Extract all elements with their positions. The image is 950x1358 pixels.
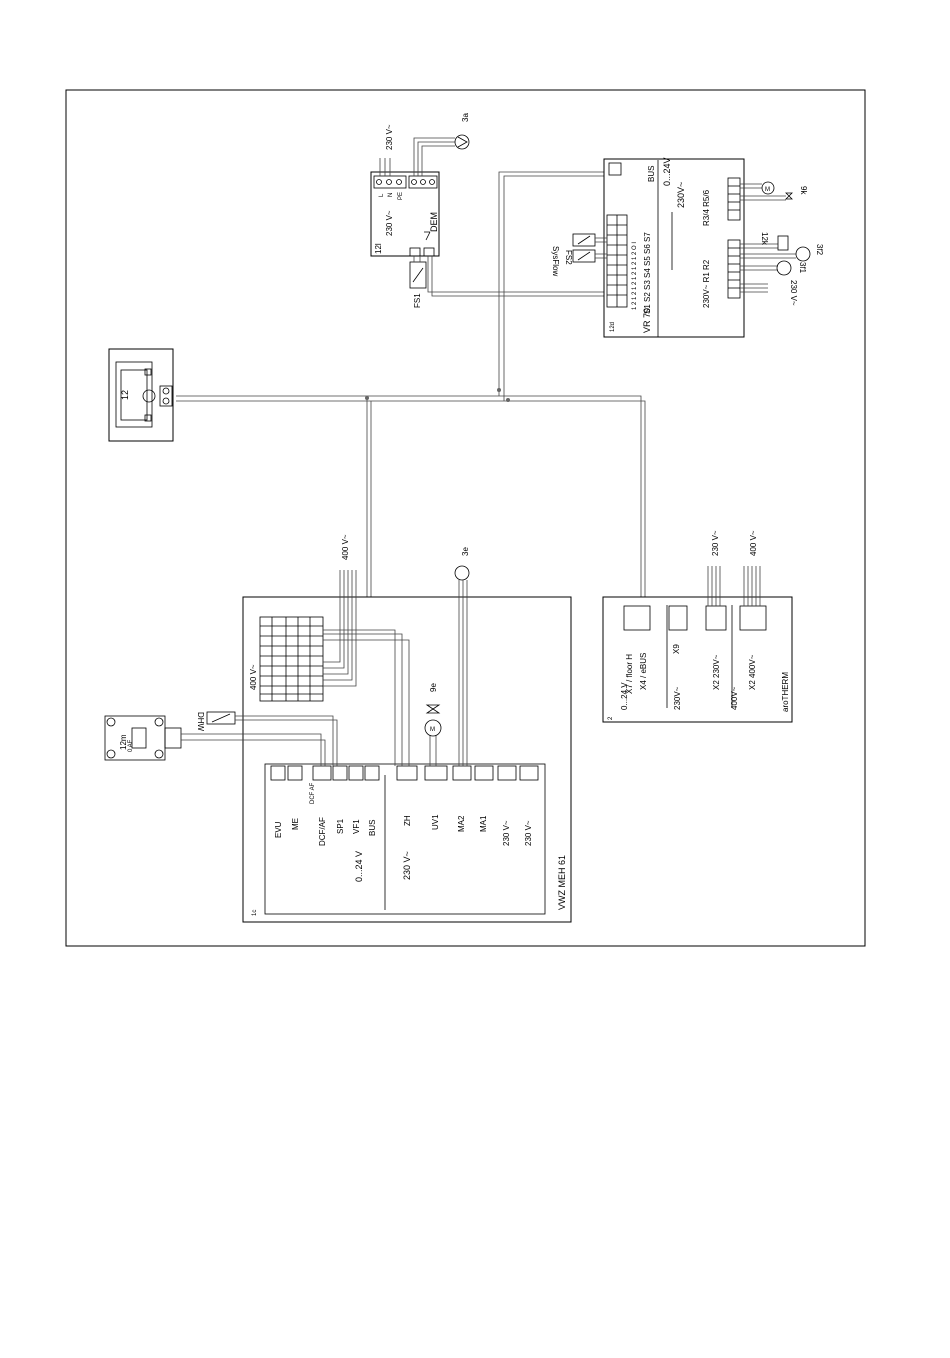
terminal-230v-a: 230 V~ xyxy=(502,820,511,846)
valve-9e-m: M xyxy=(430,727,435,733)
vr70-relays-a: R3/4 R5/6 xyxy=(702,189,711,226)
outdoor-sensor: 12m 0 AF xyxy=(104,715,326,766)
terminal-zh: ZH xyxy=(403,815,412,826)
vr70-lowv: 0...24V xyxy=(662,157,672,186)
controller-12: 12 xyxy=(108,348,174,442)
vr70-bus: BUS xyxy=(647,166,656,182)
vr70-relays-b: 230V~ R1 R2 xyxy=(702,259,711,308)
arotherm-unit: 2 0...24 V 230V~ 400V~ aroTHERM X7 / flo… xyxy=(602,530,793,723)
terminal-230v-b: 230 V~ xyxy=(524,820,533,846)
meh61-linev: 230 V~ xyxy=(402,851,412,880)
module-12l-l-label: L xyxy=(379,193,385,197)
arotherm-low: 0...24 V xyxy=(620,682,629,710)
fs1-label: FS1 xyxy=(413,293,422,308)
terminal-evu: EVU xyxy=(274,821,283,838)
terminal-me: ME xyxy=(291,818,300,830)
arotherm-supply-400: 400 V~ xyxy=(749,530,758,556)
arotherm-x2b: X2 400V~ xyxy=(748,654,757,690)
terminal-dcf-af: DCF/AF xyxy=(318,817,327,846)
arotherm-x4: X4 / eBUS xyxy=(639,653,648,690)
module-12l-voltage: 230 V~ xyxy=(385,210,394,236)
mixer-motor-m: M xyxy=(765,187,770,193)
controller-12-label: 12 xyxy=(120,390,130,400)
dhw-label: DHW xyxy=(196,712,205,732)
module-12l-dem: DEM xyxy=(429,212,439,232)
meh61-id: 1c xyxy=(252,910,258,916)
terminal-block-400v: 400 V~ 400 V~ xyxy=(249,534,410,766)
arotherm-supply-230: 230 V~ xyxy=(711,530,720,556)
module-12l-pe-label: PE xyxy=(398,192,404,200)
meh61-name: VWZ MEH 61 xyxy=(557,855,567,910)
valve-9k-label: 9k xyxy=(799,186,808,195)
pump-3e: 3e xyxy=(454,547,470,766)
module-12l-id: 12l xyxy=(374,243,383,254)
arotherm-high: 400V~ xyxy=(730,686,739,710)
outdoor-sensor-id: 12m xyxy=(119,734,128,750)
terminal-uv1: UV1 xyxy=(431,814,440,830)
fs2-label: FS2 xyxy=(564,250,573,265)
arotherm-mid: 230V~ xyxy=(673,686,682,710)
diagram-frame xyxy=(65,89,866,947)
terminal-dcf-sub: DCF AF xyxy=(310,782,316,804)
arotherm-name: aroTHERM xyxy=(781,672,790,712)
vr70-name: VR 70 xyxy=(642,308,652,333)
pump-3a: 3a xyxy=(454,113,470,150)
sysflow-label: SysFlow xyxy=(551,246,560,276)
terminal-sp1: SP1 xyxy=(336,818,345,834)
meh61-lowv: 0...24 V xyxy=(354,851,364,882)
arotherm-x9: X9 xyxy=(672,644,681,654)
t12k-label: 12k xyxy=(760,232,769,246)
vr70-supply: 230 V~ xyxy=(789,280,798,306)
dhw-sensor: DHW xyxy=(196,711,338,766)
vr70-module: BUS 0...24V 230V~ 1 2 1 2 1 2 1 2 1 2 1 … xyxy=(551,157,824,338)
arotherm-id: 2 xyxy=(608,716,614,720)
arotherm-x2a: X2 230V~ xyxy=(712,654,721,690)
valve-9e: M 9e xyxy=(424,683,442,766)
terminal-ma2: MA2 xyxy=(457,815,466,832)
pump-3a-label: 3a xyxy=(461,113,470,122)
pump-3f1-label: 3f1 xyxy=(798,262,807,274)
valve-9e-label: 9e xyxy=(429,683,438,692)
terminal-ma1: MA1 xyxy=(479,815,488,832)
terminal-block-voltage: 400 V~ xyxy=(249,664,258,690)
vr70-sensor-pins: 1 2 1 2 1 2 1 2 1 2 1 2 O I xyxy=(632,242,638,310)
terminal-bus: BUS xyxy=(368,820,377,836)
module-12l-n-label: N xyxy=(388,193,394,197)
pump-3e-label: 3e xyxy=(461,547,470,556)
vr70-sensor-row: S1 S2 S3 S4 S5 S6 S7 xyxy=(643,232,652,314)
arotherm-x7: X7 / floor H xyxy=(625,654,634,694)
module-12l: L N PE 230 V~ 12l DEM 230 V~ FS1 xyxy=(370,124,610,308)
vr70-id: 12d xyxy=(610,322,616,332)
vr70-linev: 230V~ xyxy=(676,182,686,208)
terminal-vf1: VF1 xyxy=(352,819,361,834)
terminal-block-supply: 400 V~ xyxy=(341,534,350,560)
outdoor-sensor-sub: 0 AF xyxy=(128,739,134,752)
module-12l-supply: 230 V~ xyxy=(385,124,394,150)
pump-3f2-label: 3f2 xyxy=(815,244,824,256)
